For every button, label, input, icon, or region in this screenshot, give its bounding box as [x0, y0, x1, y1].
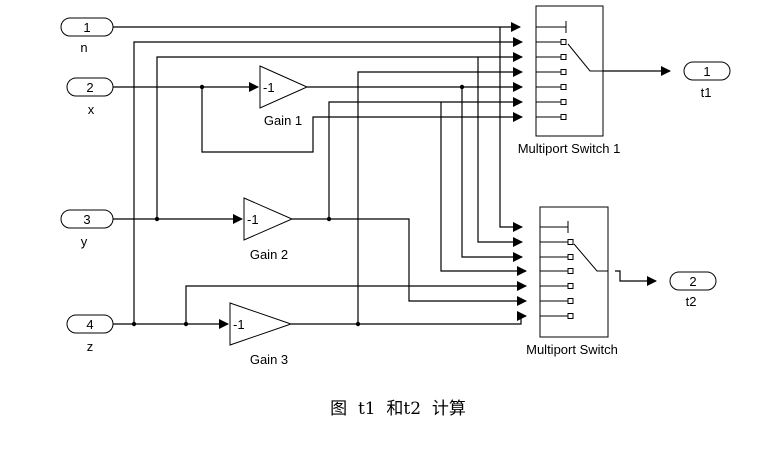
gain-block-1[interactable]: -1 Gain 1 — [259, 65, 309, 128]
switch-body — [539, 206, 609, 338]
gain-block-3[interactable]: -1 Gain 3 — [229, 302, 293, 367]
multiport-switch-1[interactable]: Multiport Switch 1 — [518, 5, 621, 156]
switch-internal-lines — [536, 21, 603, 118]
gain-label: Gain 3 — [250, 352, 288, 367]
gain-block-2[interactable]: -1 Gain 2 — [243, 197, 294, 262]
outport-number: 1 — [703, 64, 710, 79]
inport-shape — [60, 209, 114, 229]
gain-label: Gain 2 — [250, 247, 288, 262]
outport-label: t2 — [686, 294, 697, 309]
inport-number: 1 — [83, 20, 90, 35]
outport-t1[interactable]: 1 t1 — [683, 61, 731, 100]
inport-x[interactable]: 2 x — [66, 77, 114, 117]
multiport-switch-2[interactable]: Multiport Switch — [526, 206, 618, 357]
gain-triangle — [243, 197, 294, 241]
inport-n[interactable]: 1 n — [60, 17, 114, 55]
outport-number: 2 — [689, 274, 696, 289]
switch-label: Multiport Switch — [526, 342, 618, 357]
inport-label: n — [80, 40, 87, 55]
gain-label: Gain 1 — [264, 113, 302, 128]
outport-shape — [669, 271, 717, 291]
inport-label: y — [81, 234, 88, 249]
gain-triangle — [229, 302, 293, 346]
inport-label: z — [87, 339, 94, 354]
switch-contacts — [560, 39, 567, 120]
outport-t2[interactable]: 2 t2 — [669, 271, 717, 309]
switch-contacts — [567, 239, 574, 319]
inport-z[interactable]: 4 z — [66, 314, 114, 354]
inport-number: 4 — [86, 317, 93, 332]
figure-caption: 图 t1 和t2 计算 — [330, 399, 466, 419]
outport-shape — [683, 61, 731, 81]
gain-value: -1 — [247, 212, 259, 227]
outport-label: t1 — [701, 85, 712, 100]
inport-y[interactable]: 3 y — [60, 209, 114, 249]
gain-value: -1 — [233, 317, 245, 332]
inport-shape — [66, 77, 114, 97]
inport-shape — [66, 314, 114, 334]
switch-internal-lines — [540, 221, 608, 317]
gain-value: -1 — [263, 80, 275, 95]
inport-number: 3 — [83, 212, 90, 227]
inport-label: x — [88, 102, 95, 117]
inport-shape — [60, 17, 114, 37]
inport-number: 2 — [86, 80, 93, 95]
switch-label: Multiport Switch 1 — [518, 141, 621, 156]
junction-dots — [131, 84, 465, 327]
gain-triangle — [259, 65, 309, 109]
